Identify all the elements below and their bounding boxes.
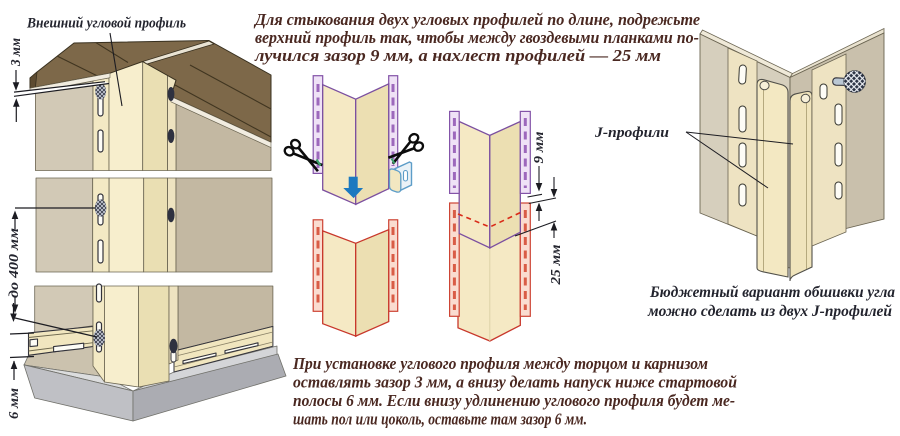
svg-text:оставлять зазор 3 мм, а внизу: оставлять зазор 3 мм, а внизу делать нап…: [293, 373, 737, 392]
svg-text:верхний профиль так, чтобы меж: верхний профиль так, чтобы между гвоздев…: [255, 28, 699, 47]
svg-text:Внешний угловой профиль: Внешний угловой профиль: [26, 16, 186, 32]
svg-text:Бюджетный вариант обшивки угла: Бюджетный вариант обшивки угла: [649, 284, 895, 301]
svg-text:лучился зазор 9 мм, а нахлест: лучился зазор 9 мм, а нахлест профилей —…: [254, 46, 661, 65]
svg-text:25 мм: 25 мм: [548, 245, 563, 286]
svg-text:Для стыкования двух угловых пр: Для стыкования двух угловых профилей по …: [253, 10, 700, 29]
svg-text:полосы 6 мм. Если внизу удлине: полосы 6 мм. Если внизу удлинению углово…: [293, 391, 735, 410]
svg-text:6 мм: 6 мм: [6, 388, 21, 419]
svg-text:до 400 мм: до 400 мм: [6, 228, 21, 298]
svg-text:3 мм: 3 мм: [8, 38, 23, 67]
svg-text:J-профили: J-профили: [594, 125, 669, 141]
svg-text:можно сделать из двух J-профил: можно сделать из двух J-профилей: [647, 303, 892, 320]
svg-text:9 мм: 9 мм: [531, 132, 546, 164]
svg-text:шать пол или цоколь, оставьте: шать пол или цоколь, оставьте там зазор …: [293, 410, 587, 429]
svg-text:При установке углового профиля: При установке углового профиля между тор…: [292, 354, 708, 373]
